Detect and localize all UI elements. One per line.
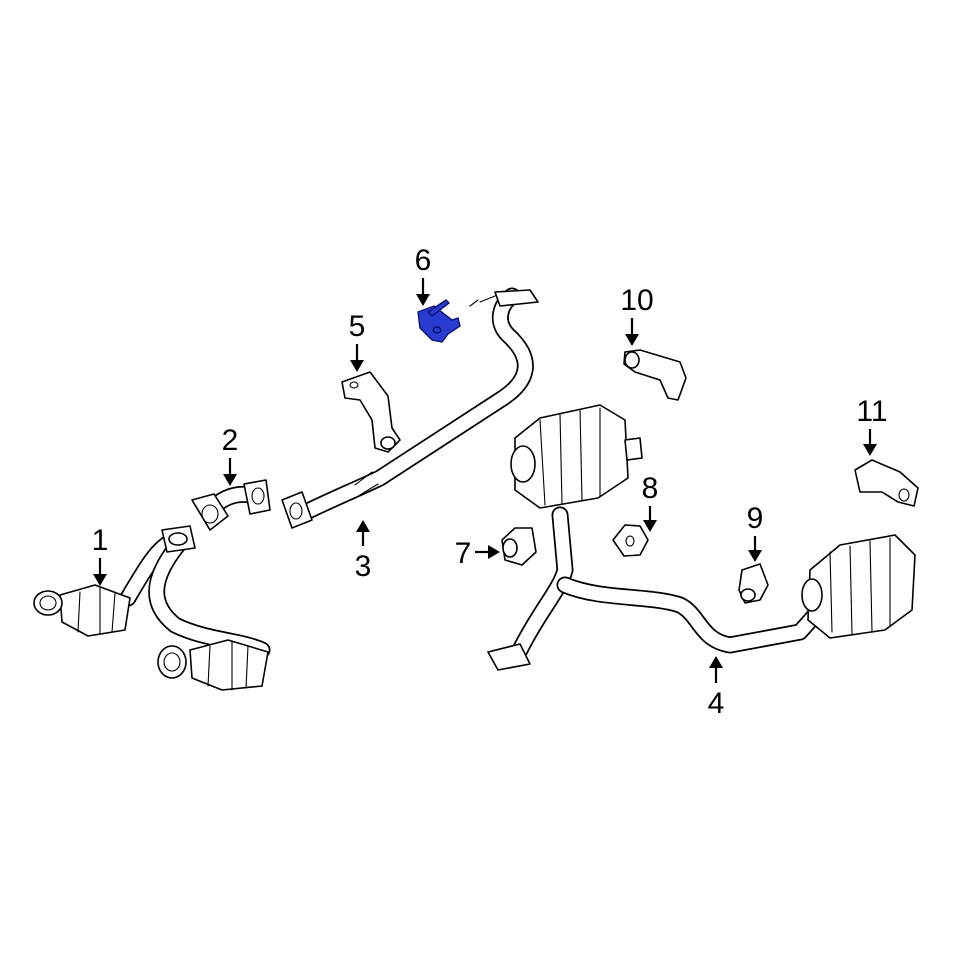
part-3-intermediate-pipe[interactable] <box>281 287 539 529</box>
part-10-bracket[interactable] <box>623 349 687 401</box>
part-7-isolator[interactable] <box>501 527 537 566</box>
callout-number-2: 2 <box>222 424 239 457</box>
callout-3: 3 <box>355 520 372 583</box>
callout-arrowhead-6 <box>416 294 430 306</box>
callout-arrowhead-11 <box>863 444 877 456</box>
part-11-bracket[interactable] <box>854 459 919 507</box>
callout-number-6: 6 <box>415 244 432 277</box>
callout-arrowhead-3 <box>356 520 370 532</box>
callout-1: 1 <box>92 524 109 586</box>
part-4-muffler-assembly[interactable] <box>487 404 916 671</box>
callout-5: 5 <box>349 310 366 372</box>
callout-number-4: 4 <box>708 687 725 720</box>
callout-6: 6 <box>415 244 432 306</box>
callout-arrowhead-8 <box>643 520 657 532</box>
callout-9: 9 <box>747 502 764 562</box>
callout-number-1: 1 <box>92 524 109 557</box>
callout-10: 10 <box>620 284 654 346</box>
callout-number-8: 8 <box>642 472 659 505</box>
callout-arrowhead-10 <box>625 334 639 346</box>
callout-number-3: 3 <box>355 550 372 583</box>
callout-arrowhead-7 <box>488 545 500 559</box>
part-6-exhaust-hanger-highlighted[interactable] <box>417 299 461 343</box>
part-9-isolator[interactable] <box>738 563 769 604</box>
part-2-exhaust-elbow[interactable] <box>191 479 271 531</box>
callout-number-5: 5 <box>349 310 366 343</box>
part-8-bracket[interactable] <box>612 524 649 557</box>
callout-arrowhead-2 <box>223 474 237 486</box>
callout-arrowhead-9 <box>748 550 762 562</box>
part-5-hanger-bracket[interactable] <box>341 371 401 453</box>
callout-number-11: 11 <box>856 395 887 428</box>
part-1-catalytic-converter-assembly[interactable] <box>33 525 271 691</box>
callout-2: 2 <box>222 424 239 486</box>
callout-number-7: 7 <box>455 537 472 570</box>
callout-arrowhead-4 <box>709 656 723 668</box>
callout-8: 8 <box>642 472 659 532</box>
callout-number-9: 9 <box>747 502 764 535</box>
callout-4: 4 <box>708 656 725 720</box>
callout-arrowhead-5 <box>350 360 364 372</box>
callout-arrowhead-1 <box>93 574 107 586</box>
callout-number-10: 10 <box>620 284 653 317</box>
callout-7: 7 <box>455 537 500 570</box>
callout-11: 11 <box>856 395 888 456</box>
